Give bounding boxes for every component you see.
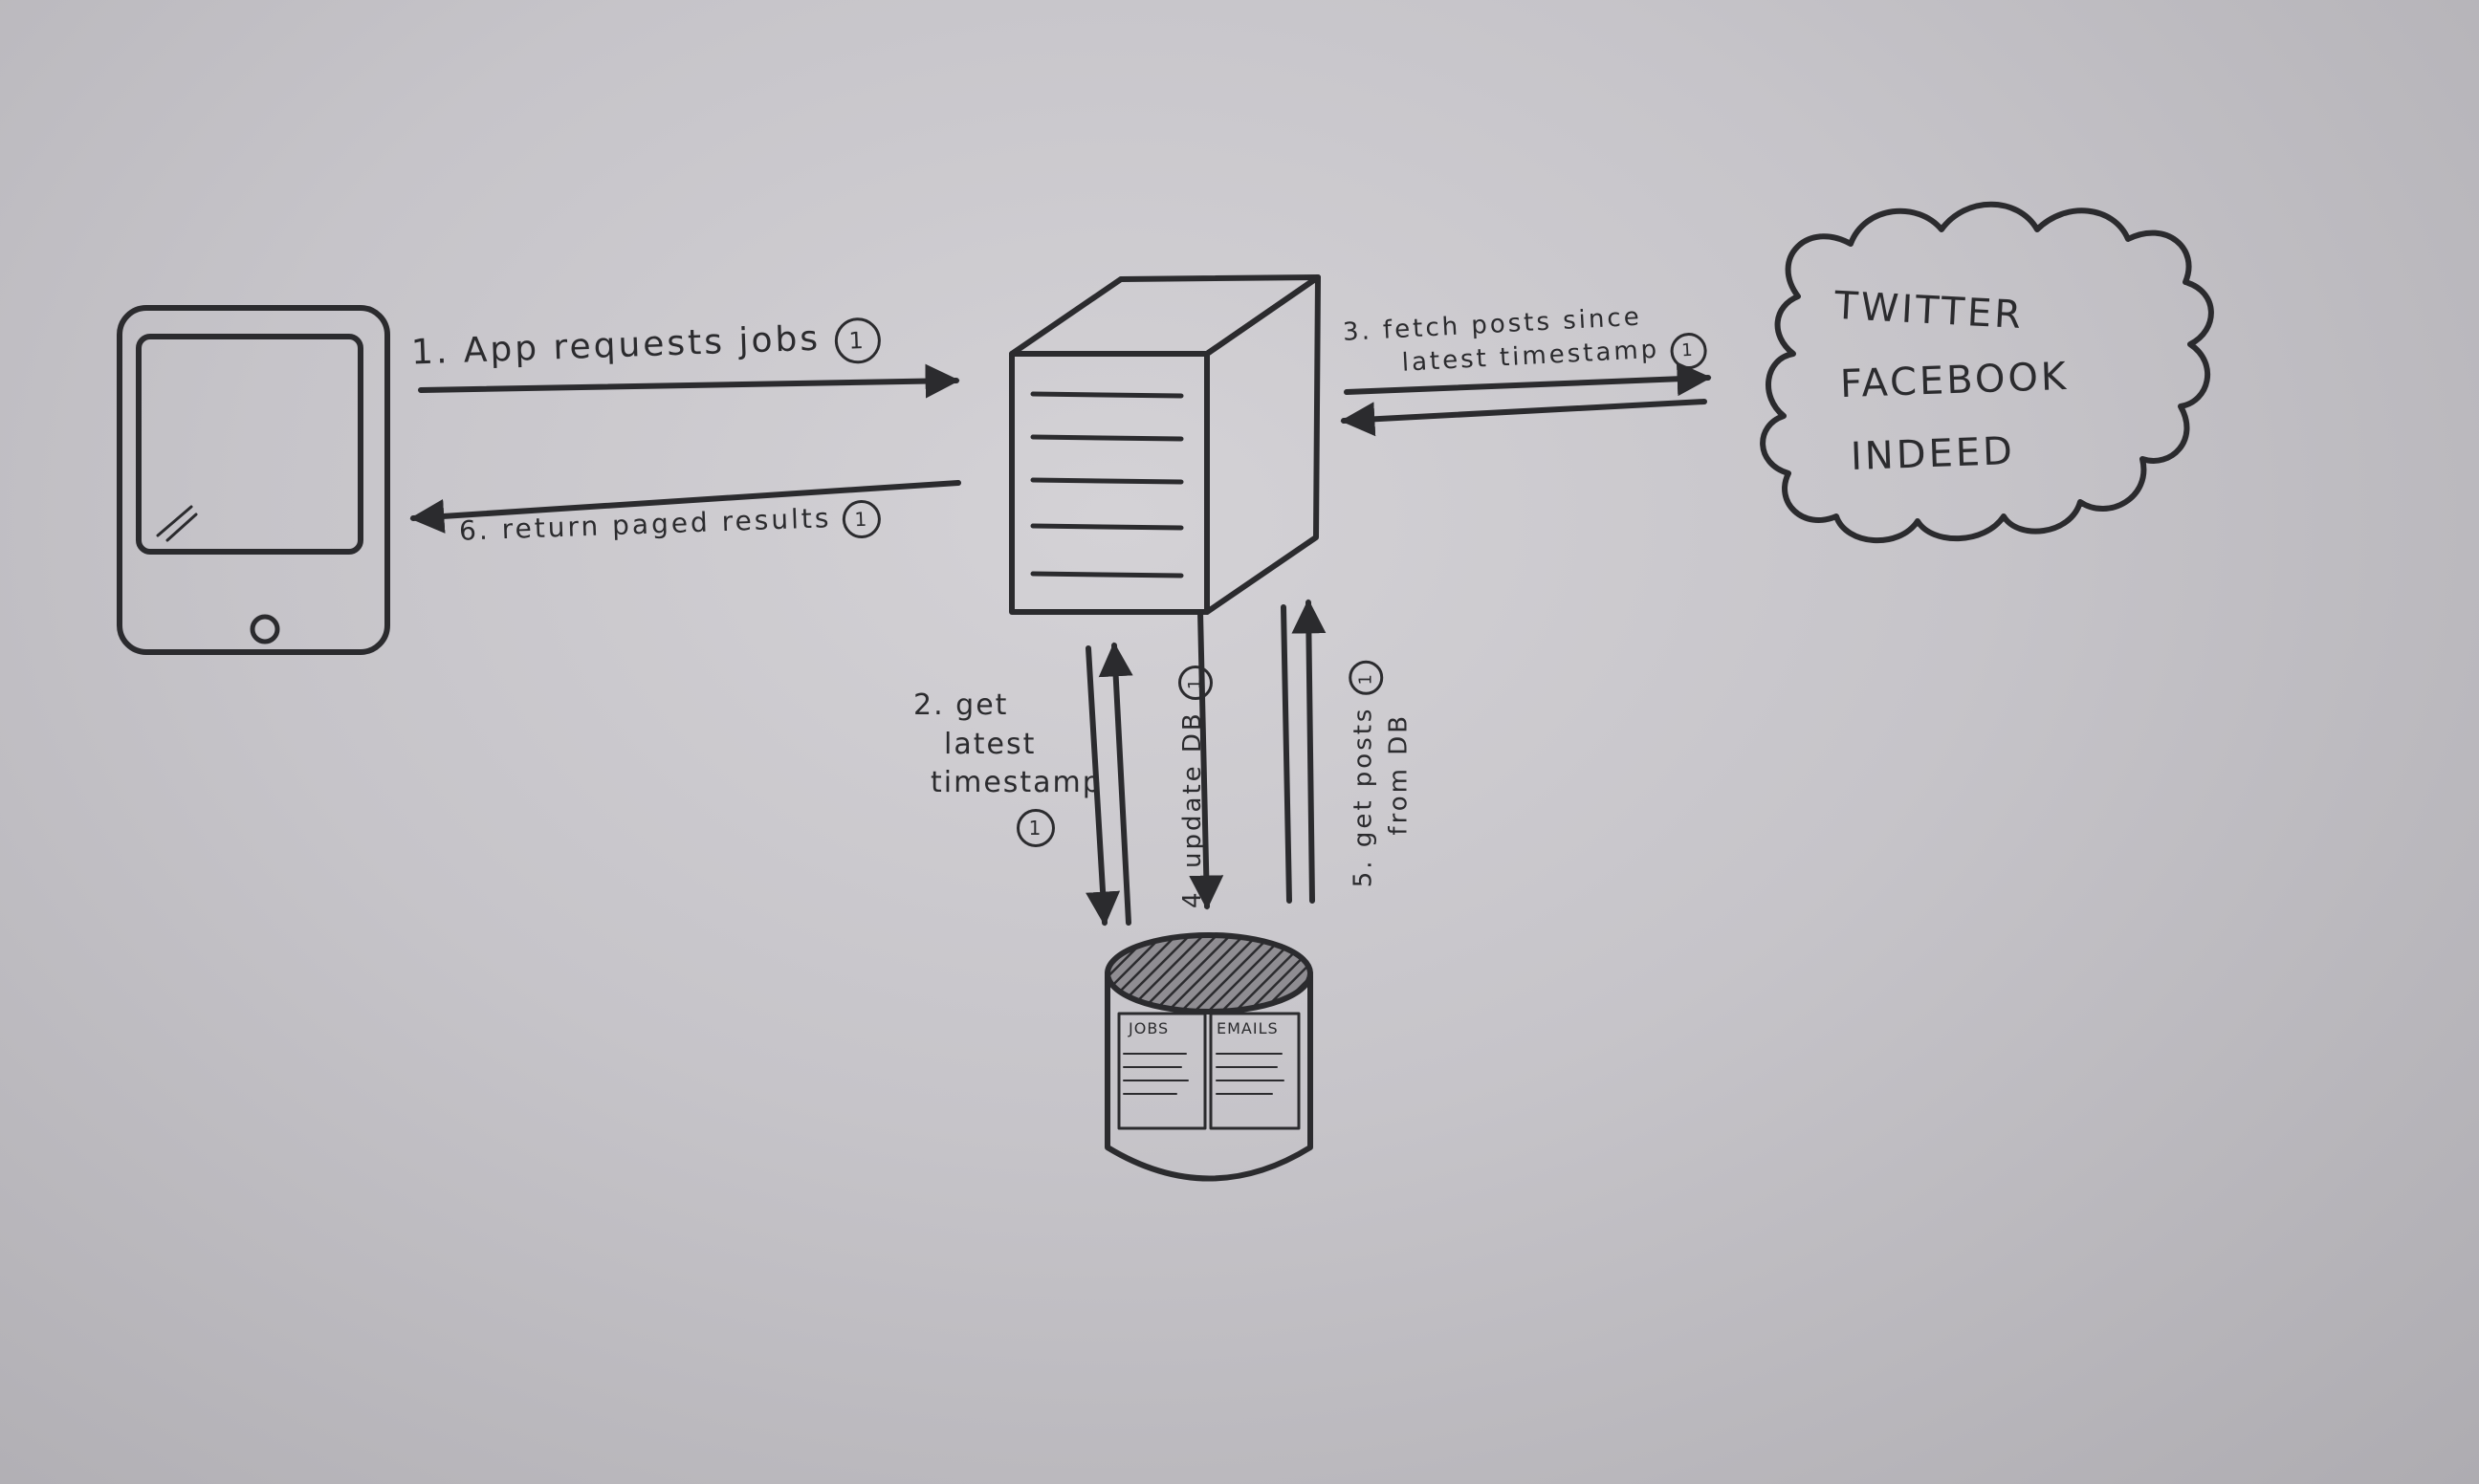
marker-circle: 1	[1349, 661, 1384, 696]
marker-circle: 1	[1178, 665, 1213, 700]
marker-circle: 1	[842, 499, 883, 539]
screen-glare	[165, 513, 198, 542]
label-step-4: 4. update DB 1	[1178, 644, 1213, 930]
cloud-shape	[1760, 201, 2214, 543]
arrow-get-latest-timestamp-down	[1086, 645, 1121, 927]
tablet-screen	[136, 334, 363, 555]
screen-glare	[156, 505, 193, 537]
source-indeed: INDEED	[1850, 429, 2016, 479]
db-table-jobs	[1117, 1012, 1207, 1130]
db-table-emails	[1209, 1012, 1301, 1130]
server-top-face	[1009, 274, 1321, 357]
db-table-jobs-label: JOBS	[1129, 1019, 1170, 1037]
server-side-face	[1204, 274, 1321, 615]
label-step-5: 5. get posts 1 from DB	[1348, 602, 1415, 947]
arrow-get-latest-timestamp-up	[1098, 642, 1133, 926]
tablet-body	[117, 305, 390, 655]
home-button-icon	[250, 614, 280, 644]
marker-circle: 1	[833, 316, 882, 365]
label-step-2-line-2: latest	[944, 727, 1037, 761]
label-step-2-line-1: 2. get	[913, 688, 1009, 722]
server-slots	[1030, 391, 1184, 578]
db-table-rows	[1123, 1053, 1284, 1095]
database	[1105, 932, 1313, 1182]
label-step-5-line-1: 5. get posts	[1349, 706, 1378, 888]
arrow-get-posts-from-db	[1291, 599, 1327, 904]
label-step-2-line-3: timestamp	[931, 766, 1103, 799]
arrow-posts-returned	[1340, 399, 1707, 437]
arrow-fetch-posts	[1344, 361, 1712, 397]
source-facebook: FACEBOOK	[1839, 354, 2070, 407]
arrow-return-paged-results	[409, 480, 961, 534]
tablet-device	[117, 305, 390, 655]
db-table-emails-label: EMAILS	[1217, 1019, 1279, 1037]
label-step-5-line-2: from DB	[1384, 712, 1414, 836]
database-body	[1105, 972, 1313, 1182]
source-twitter: TWITTER	[1832, 283, 2026, 338]
arrow-get-posts-from-db-line	[1281, 604, 1292, 904]
label-step-4-text: 4. update DB	[1178, 710, 1207, 909]
server-front-face	[1009, 351, 1210, 615]
database-top	[1105, 932, 1313, 1015]
arrow-app-requests-jobs	[418, 363, 960, 399]
arrow-update-db	[1189, 609, 1224, 910]
marker-circle: 1	[1017, 808, 1055, 847]
label-step-2: 2. get latest timestamp 1	[913, 687, 1103, 847]
marker-circle: 1	[1669, 332, 1708, 371]
server	[1009, 274, 1321, 615]
